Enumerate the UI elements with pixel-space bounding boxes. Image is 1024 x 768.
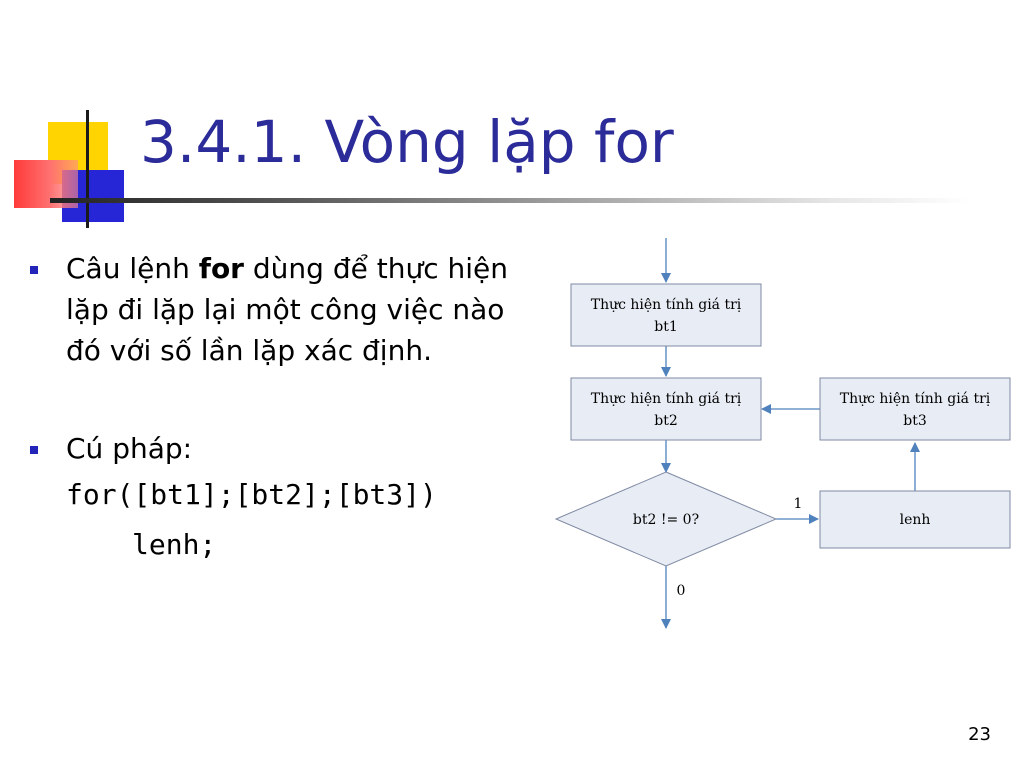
bullet-1-line-1: Câu lệnh for dùng để thực hiện	[66, 248, 508, 289]
box-bt1-line-1: Thực hiện tính giá trị	[591, 297, 742, 313]
box-lenh-label: lenh	[900, 512, 931, 528]
bullet-1-line-1-after: dùng để thực hiện	[244, 252, 509, 285]
decision-label: bt2 != 0?	[633, 512, 699, 528]
bullet-1-text: Câu lệnh for dùng để thực hiện lặp đi lặ…	[66, 248, 508, 371]
box-bt2: Thực hiện tính giá trị bt2	[570, 377, 762, 441]
keyword-for: for	[198, 252, 244, 285]
bullet-1-line-3: đó với số lần lặp xác định.	[66, 334, 432, 367]
bullet-marker	[30, 446, 38, 454]
box-bt3: Thực hiện tính giá trị bt3	[819, 377, 1011, 441]
decision-diamond: bt2 != 0?	[554, 471, 778, 567]
syntax-label: Cú pháp:	[66, 432, 193, 465]
bullet-1-line-1-before: Câu lệnh	[66, 252, 199, 285]
bullet-marker	[30, 266, 38, 274]
title-underline-rule	[50, 198, 970, 203]
decor-vertical-line	[86, 110, 89, 228]
box-bt2-line-1: Thực hiện tính giá trị	[591, 391, 742, 407]
box-bt3-line-2: bt3	[903, 413, 927, 429]
box-bt1-line-2: bt1	[654, 319, 678, 335]
code-line-2: lenh;	[132, 528, 217, 561]
box-bt2-line-2: bt2	[654, 413, 678, 429]
box-bt3-line-1: Thực hiện tính giá trị	[840, 391, 991, 407]
bullet-1-line-2: lặp đi lặp lại một công việc nào	[66, 293, 505, 326]
branch-true-label: 1	[794, 496, 803, 512]
code-line-1: for([bt1];[bt2];[bt3])	[66, 478, 437, 511]
box-bt1: Thực hiện tính giá trị bt1	[570, 283, 762, 347]
slide-title: 3.4.1. Vòng lặp for	[140, 108, 674, 176]
page-number: 23	[968, 724, 991, 745]
box-lenh: lenh	[819, 490, 1011, 549]
branch-false-label: 0	[677, 583, 686, 599]
